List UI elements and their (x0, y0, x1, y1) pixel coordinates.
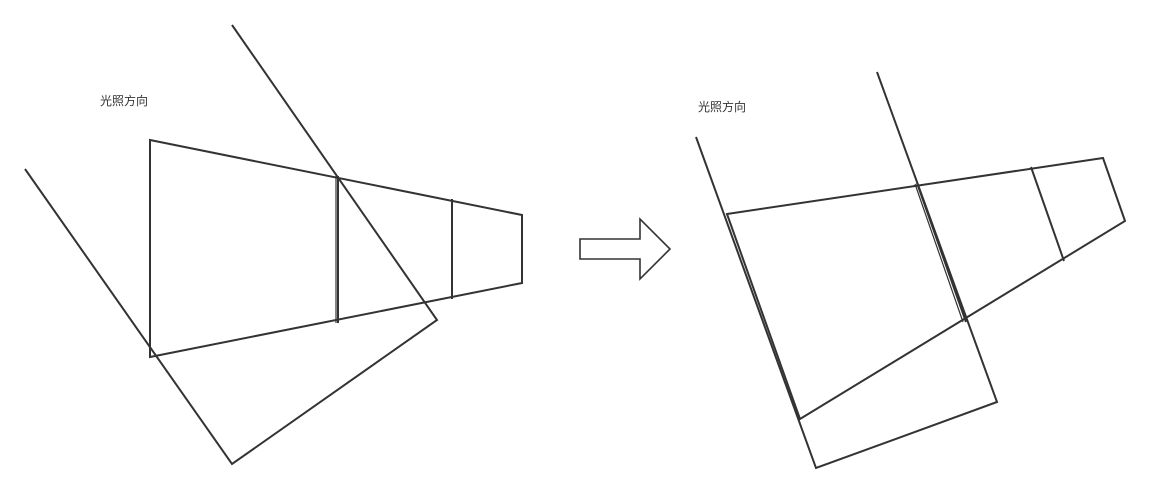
camera-frustum-left (149, 138, 523, 359)
cascade-split-1b-right (914, 183, 964, 323)
cascade-split-2-right (1030, 166, 1065, 262)
cascade-split-1-right (916, 182, 967, 323)
camera-frustum-right (725, 156, 1127, 421)
light-direction-label-left: 光照方向 (100, 94, 149, 108)
before-diagram (24, 24, 523, 466)
after-diagram (695, 71, 1127, 470)
light-direction-label-right: 光照方向 (698, 100, 747, 114)
light-frustum-right (695, 71, 999, 470)
light-frustum-left (24, 24, 439, 466)
transition-arrow-icon (579, 217, 672, 281)
